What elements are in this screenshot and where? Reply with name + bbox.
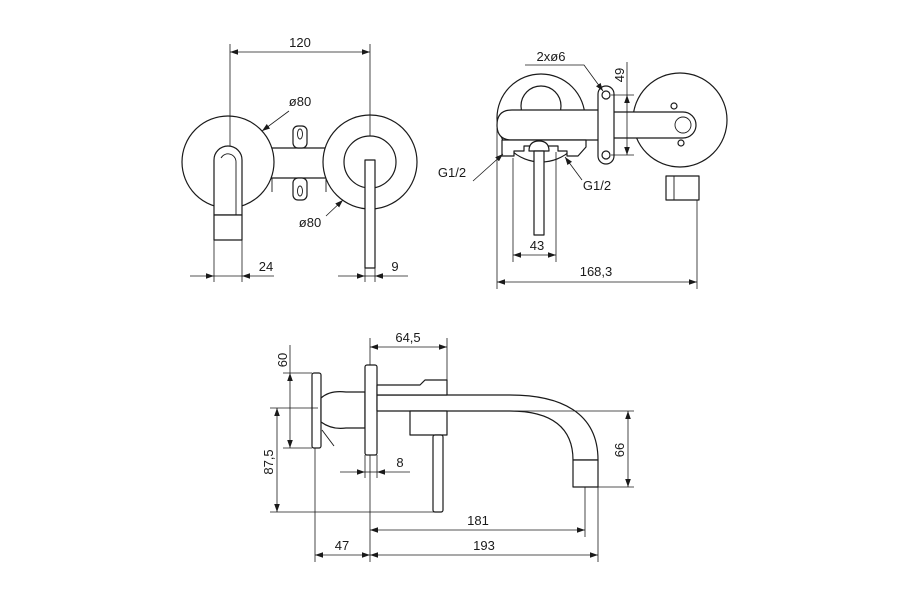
mixer-body-top [376,379,448,396]
dimension-label: 66 [612,443,627,457]
dimension-label: 2xø6 [537,49,566,64]
dimension-label: 60 [275,353,290,367]
dim-rosette-diameter-top: ø80 [261,94,311,132]
dim-rosette-diameter-bottom: ø80 [299,199,344,230]
dim-lever-offset: 43 [512,152,557,262]
mounting-hole [601,90,611,100]
dimension-label: 87,5 [261,449,276,474]
dim-wall-depth: 47 [314,448,371,562]
wall-plate-left [311,372,322,449]
spout-pipe-side [599,111,697,139]
dim-spout-width: 24 [190,240,274,282]
leader-line [472,153,504,182]
inlet-connections [501,139,587,157]
rosette-screw [670,102,678,110]
dim-overall-width-side: 168,3 [496,128,698,289]
spout-aerator [213,214,243,241]
front-view-dimensions: 120 ø80 ø80 24 9 [190,35,408,282]
wall-plate-right [364,364,378,456]
mixer-body-lower [409,410,448,436]
mounting-tab-bottom [292,177,308,201]
dimension-label: 193 [473,538,495,553]
dim-mounting-holes: 2xø6 [525,49,604,92]
dim-overall-length: 193 [370,487,599,562]
dim-plate-size: 60 [275,345,312,449]
dim-inlet-right: G1/2 [564,156,611,193]
rosette-screw [677,139,685,147]
side-view-dimensions: 2xø6 49 G1/2 G1/2 43 168,3 [438,49,698,289]
leader-line [564,156,583,181]
dim-spout-height: 66 [515,410,634,488]
dimension-label: 64,5 [395,330,420,345]
spout-inner-line [220,153,237,215]
dim-plate-thickness: 8 [340,455,410,478]
connection-body [267,147,329,179]
dim-lever-width: 9 [338,259,408,282]
dim-spout-reach: 181 [370,487,586,537]
leader-line [325,199,344,217]
top-view-dimensions: 64,5 60 87,5 8 66 [261,330,634,562]
lever-pivot [528,140,550,152]
spout [213,145,243,216]
dimension-label: 8 [396,455,403,470]
dimension-label: 181 [467,513,489,528]
side-view [496,72,728,236]
dimension-label: 168,3 [580,264,613,279]
dimension-label: 120 [289,35,311,50]
dimension-label: ø80 [289,94,311,109]
mounting-hole [601,150,611,160]
dimension-label: 9 [391,259,398,274]
dim-lever-height: 87,5 [261,407,440,513]
mounting-bracket [597,85,615,165]
dimension-label: G1/2 [583,178,611,193]
dim-inlet-left: G1/2 [438,153,504,182]
lever-top [432,434,444,513]
dim-body-depth: 64,5 [369,330,448,380]
lever-side [533,150,545,236]
cartridge-detail [321,429,335,447]
dimension-label: G1/2 [438,165,466,180]
cartridge-body-top [320,391,366,429]
mounting-slot-top [297,128,303,140]
front-view [181,114,418,269]
top-view [311,364,599,513]
leader-line [525,64,604,92]
dimension-label: ø80 [299,215,321,230]
dimension-label: 49 [612,68,627,82]
spout-pipe-end [674,116,692,134]
mounting-tab-top [292,125,308,149]
leader-line [261,110,290,132]
dimension-label: 43 [530,238,544,253]
mixer-body-side [496,109,601,141]
dim-hole-spacing: 49 [611,62,634,156]
dimension-label: 24 [259,259,273,274]
dim-overall-width: 120 [229,35,371,146]
dimension-label: 47 [335,538,349,553]
mounting-slot-bottom [297,185,303,197]
wall-box-side [665,175,700,201]
spout-outlet [572,459,599,488]
lever-handle [364,159,376,269]
